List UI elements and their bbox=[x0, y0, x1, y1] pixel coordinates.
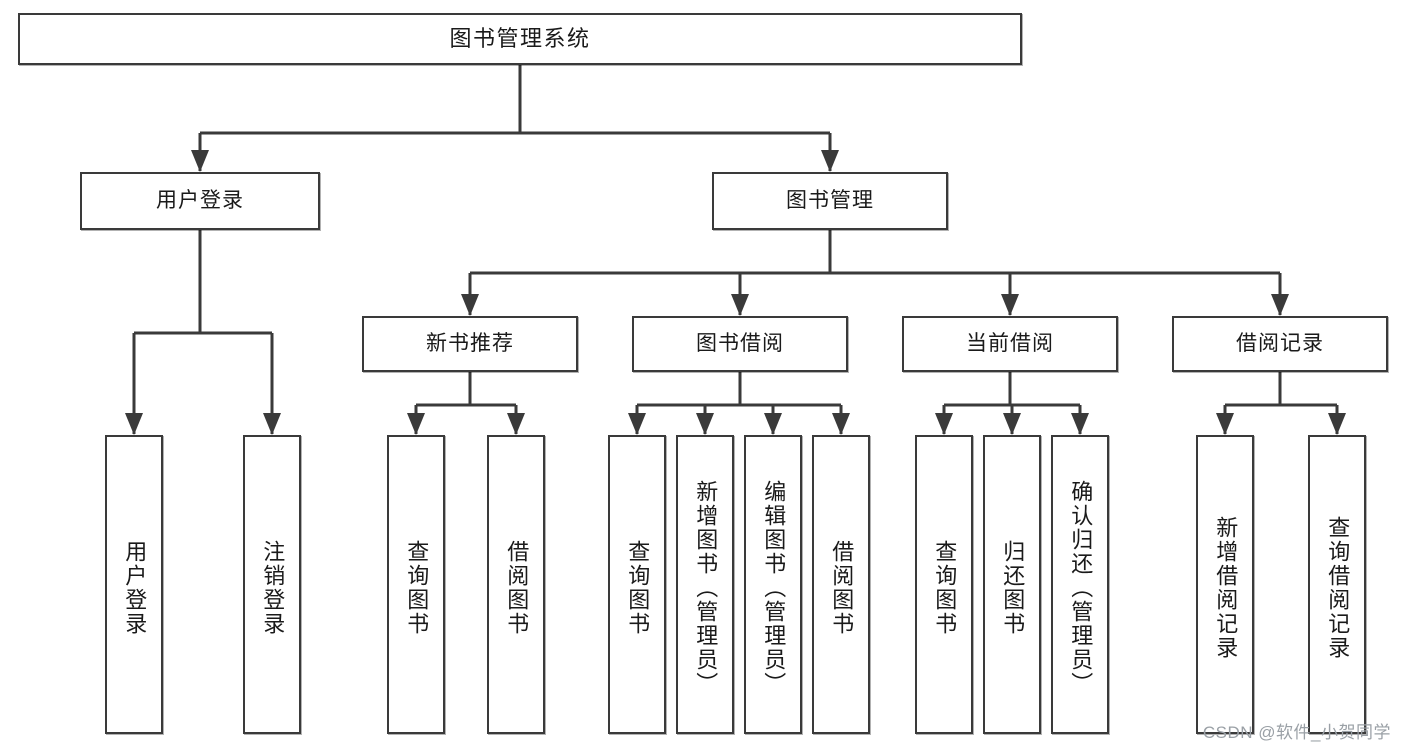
node-leaf-add-book-admin[interactable]: 新增图书（管理员） bbox=[676, 435, 734, 734]
node-label: 用户登录 bbox=[122, 539, 148, 636]
node-leaf-return-book[interactable]: 归还图书 bbox=[983, 435, 1041, 734]
node-leaf-edit-book-admin[interactable]: 编辑图书（管理员） bbox=[744, 435, 802, 734]
node-label: 注销登录 bbox=[260, 539, 286, 636]
node-label: 查询图书 bbox=[404, 539, 430, 636]
node-label: 图书管理 bbox=[786, 188, 874, 212]
node-label: 借阅图书 bbox=[504, 539, 530, 636]
node-leaf-borrow-book-1[interactable]: 借阅图书 bbox=[487, 435, 545, 734]
node-label: 确认归还（管理员） bbox=[1068, 479, 1094, 696]
node-book-borrow[interactable]: 图书借阅 bbox=[632, 316, 848, 372]
node-label: 新书推荐 bbox=[426, 331, 514, 355]
node-leaf-query-borrow-record[interactable]: 查询借阅记录 bbox=[1308, 435, 1366, 734]
node-label: 借阅图书 bbox=[829, 539, 855, 636]
node-label: 编辑图书（管理员） bbox=[761, 479, 787, 696]
node-leaf-confirm-return-admin[interactable]: 确认归还（管理员） bbox=[1051, 435, 1109, 734]
node-label: 新增图书（管理员） bbox=[693, 479, 719, 696]
node-user-login[interactable]: 用户登录 bbox=[80, 172, 320, 230]
node-root-system[interactable]: 图书管理系统 bbox=[18, 13, 1022, 65]
node-leaf-query-book-2[interactable]: 查询图书 bbox=[608, 435, 666, 734]
node-borrow-record[interactable]: 借阅记录 bbox=[1172, 316, 1388, 372]
node-label: 用户登录 bbox=[156, 188, 244, 212]
node-leaf-query-book-3[interactable]: 查询图书 bbox=[915, 435, 973, 734]
node-current-borrow[interactable]: 当前借阅 bbox=[902, 316, 1118, 372]
node-label: 查询图书 bbox=[932, 539, 958, 636]
node-leaf-borrow-book-2[interactable]: 借阅图书 bbox=[812, 435, 870, 734]
node-leaf-add-borrow-record[interactable]: 新增借阅记录 bbox=[1196, 435, 1254, 734]
node-label: 新增借阅记录 bbox=[1213, 515, 1239, 660]
node-label: 借阅记录 bbox=[1236, 331, 1324, 355]
node-label: 查询图书 bbox=[625, 539, 651, 636]
node-label: 归还图书 bbox=[1000, 539, 1026, 636]
node-leaf-user-logout[interactable]: 注销登录 bbox=[243, 435, 301, 734]
node-label: 当前借阅 bbox=[966, 331, 1054, 355]
node-label: 查询借阅记录 bbox=[1325, 515, 1351, 660]
node-leaf-query-book-1[interactable]: 查询图书 bbox=[387, 435, 445, 734]
node-new-book-rec[interactable]: 新书推荐 bbox=[362, 316, 578, 372]
node-label: 图书借阅 bbox=[696, 331, 784, 355]
node-label: 图书管理系统 bbox=[449, 26, 591, 52]
node-leaf-user-login[interactable]: 用户登录 bbox=[105, 435, 163, 734]
node-book-manage[interactable]: 图书管理 bbox=[712, 172, 948, 230]
watermark: CSDN @软件_小贺同学 bbox=[1202, 723, 1391, 742]
